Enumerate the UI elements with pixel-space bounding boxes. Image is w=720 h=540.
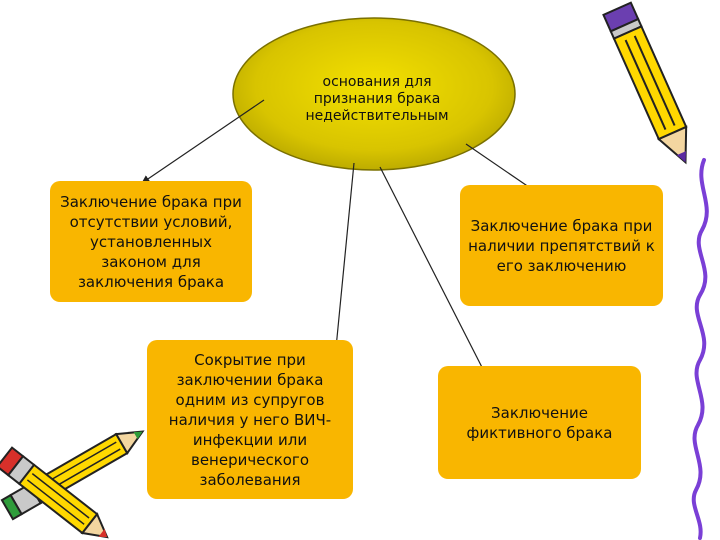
node-no-conditions: Заключение брака при отсутствии условий,… (50, 181, 252, 302)
central-oval (232, 17, 516, 171)
node-label: Заключение фиктивного брака (466, 403, 613, 442)
pencil-icon (0, 446, 109, 539)
node-label: Заключение брака при отсутствии условий,… (60, 192, 242, 291)
node-hiv-concealment: Сокрытие при заключении брака одним из с… (147, 340, 353, 499)
connector-arrow (379, 166, 491, 384)
node-label: Сокрытие при заключении брака одним из с… (168, 350, 332, 489)
connector-arrow (141, 99, 265, 184)
node-impediments: Заключение брака при наличии препятствий… (460, 185, 663, 306)
node-label: Заключение брака при наличии препятствий… (468, 216, 655, 275)
decorative-ribbon (691, 158, 709, 540)
node-fictitious-marriage: Заключение фиктивного брака (438, 366, 641, 479)
center-label: основания для признания брака недействит… (305, 74, 449, 124)
connector-arrow (332, 162, 355, 349)
pencil-icon (602, 1, 688, 165)
